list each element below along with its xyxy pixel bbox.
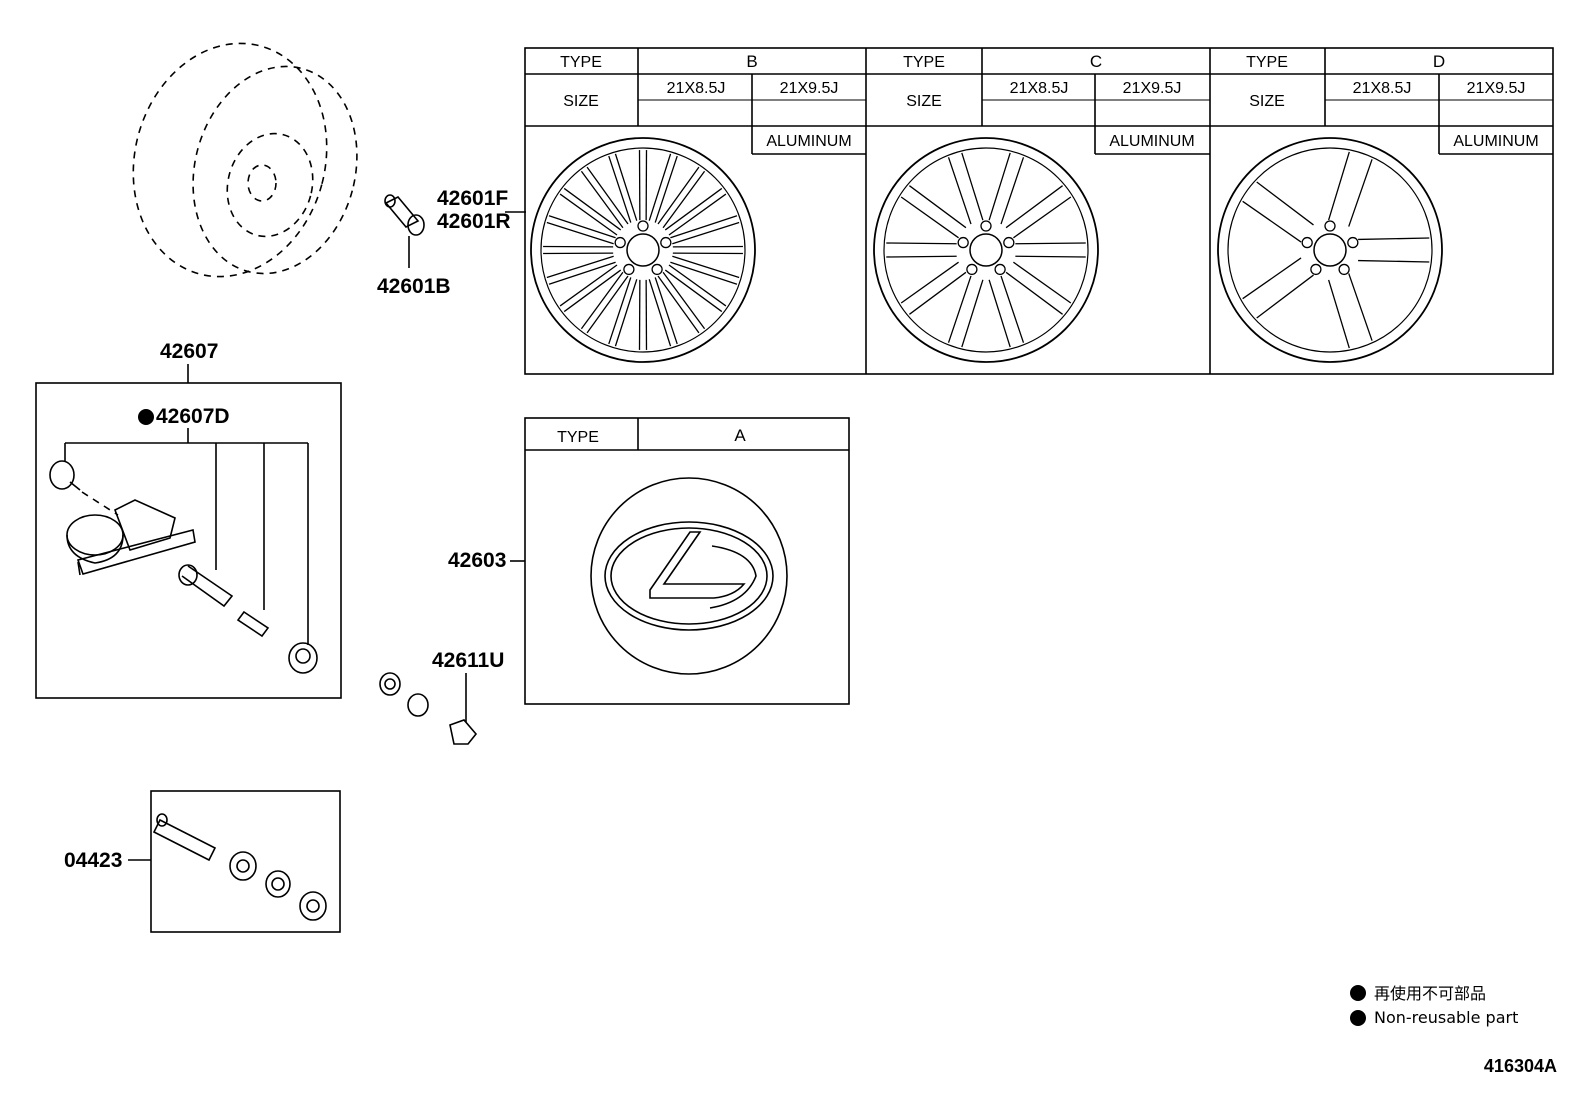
part-number-04423: 04423 [64, 849, 122, 872]
valve-kit-box [150, 790, 341, 933]
size-header-c: SIZE [906, 93, 942, 110]
part-number-42601r: 42601R [437, 210, 511, 233]
ornament-type-header: TYPE [557, 429, 599, 446]
legend-english: Non-reusable part [1374, 1008, 1518, 1027]
wheel-type-c-illustration [873, 137, 1099, 363]
valve-stem-illustration [178, 564, 318, 674]
type-header-d: TYPE [1246, 54, 1288, 71]
type-c-material: ALUMINUM [1109, 133, 1194, 150]
part-number-42607: 42607 [160, 340, 218, 363]
non-reusable-mark-icon [138, 409, 154, 425]
valve-cap-illustration [379, 672, 478, 745]
size-header-b: SIZE [563, 93, 599, 110]
wheel-type-b-illustration [530, 137, 756, 363]
type-b-material: ALUMINUM [766, 133, 851, 150]
part-number-42601b: 42601B [377, 275, 451, 298]
ornament-type-table: TYPE A [524, 417, 850, 705]
wheel-type-table: TYPE B SIZE 21X8.5J 21X9.5J ALUMINUM TYP… [524, 47, 1554, 375]
legend-bullet-icon [1350, 1010, 1366, 1026]
type-b-size-1: 21X8.5J [667, 80, 726, 97]
type-c-size-1: 21X8.5J [1010, 80, 1069, 97]
type-d-size-1: 21X8.5J [1353, 80, 1412, 97]
type-header-b: TYPE [560, 54, 602, 71]
part-number-42607d: 42607D [156, 405, 230, 428]
hub-bolt-illustration [384, 194, 425, 268]
part-number-42601f: 42601F [437, 187, 508, 210]
legend-bullet-icon [1350, 985, 1366, 1001]
type-b-size-2: 21X9.5J [780, 80, 839, 97]
tpms-sensor-illustration [49, 460, 196, 576]
legend-japanese: 再使用不可部品 [1374, 984, 1486, 1003]
tire-illustration [132, 42, 358, 278]
size-header-d: SIZE [1249, 93, 1285, 110]
part-number-42603: 42603 [448, 549, 506, 572]
sensor-kit-box [35, 382, 342, 699]
part-number-42611u: 42611U [432, 649, 504, 672]
ornament-type-a-label: A [734, 426, 746, 445]
diagram-id: 416304A [1484, 1056, 1557, 1076]
type-header-c: TYPE [903, 54, 945, 71]
type-b-label: B [746, 52, 757, 71]
wheel-type-d-illustration [1217, 137, 1443, 363]
type-d-material: ALUMINUM [1453, 133, 1538, 150]
type-c-size-2: 21X9.5J [1123, 80, 1182, 97]
type-d-label: D [1433, 52, 1445, 71]
type-d-size-2: 21X9.5J [1467, 80, 1526, 97]
lexus-ornament-illustration [590, 477, 788, 675]
valve-kit-illustration [152, 813, 327, 921]
type-c-label: C [1090, 52, 1102, 71]
